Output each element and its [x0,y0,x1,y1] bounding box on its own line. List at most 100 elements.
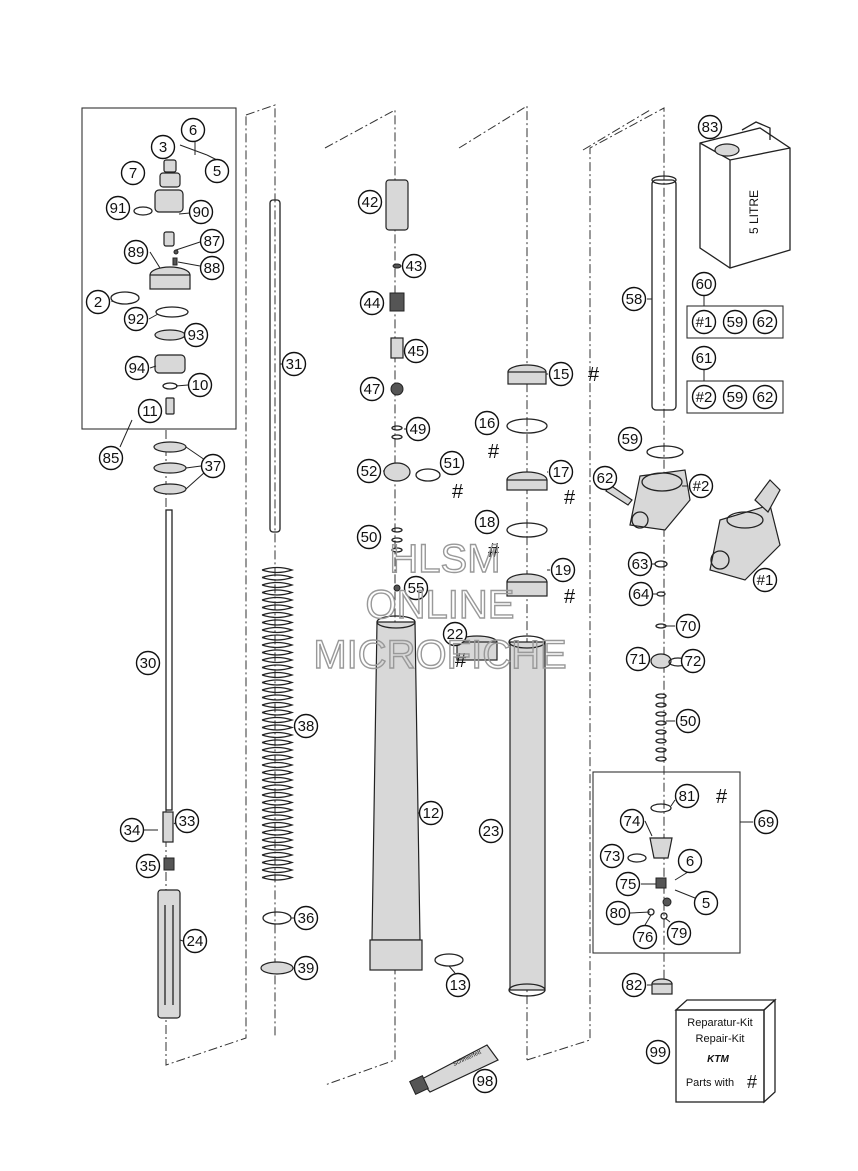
part-tag-label: #2 [693,478,710,495]
kit-box-61 [686,380,784,414]
callout-label: 37 [205,458,222,475]
callout-label: 81 [679,788,696,805]
callout-11: 11 [137,398,163,424]
callout-label: 72 [685,653,702,670]
spring-44 [389,292,405,312]
shim-49a [391,425,403,431]
callout-label: 11 [142,403,158,420]
callout-label: 61 [696,350,713,367]
callout-label: 39 [298,960,315,977]
rod-fitting-33 [162,811,174,843]
callout-label: 73 [604,848,621,865]
ring-10 [162,382,178,390]
callout-30: 30 [135,650,161,676]
callout-80: 80 [605,900,631,926]
callout-63: 63 [627,551,653,577]
shim-49b [391,434,403,440]
outer-tube-parts [456,364,550,997]
callout-83: 83 [697,114,723,140]
part-tag-label: #2 [696,389,713,406]
callout-label: 42 [362,194,379,211]
callout-73: 73 [599,843,625,869]
callout-label: 5 [702,895,710,912]
callout-label: 52 [361,463,378,480]
cartridge-cap [154,189,184,213]
callout-94: 94 [124,355,150,381]
callout-43: 43 [401,253,427,279]
callout-label: 33 [179,813,196,830]
callout-18: 18 [474,509,500,535]
callout-6: 6 [180,117,206,143]
o-ring-59 [646,445,684,459]
callout-label: 50 [680,713,697,730]
cartridge-parts [110,142,218,1019]
shim-37c [153,483,187,495]
callout-label: 16 [479,415,496,432]
adjuster-nut [159,172,181,188]
part-tag: #2 [688,473,714,499]
callout-31: 31 [281,351,307,377]
ball-87 [173,249,179,255]
callout-label: 91 [110,200,127,217]
callout-label: 80 [610,905,627,922]
callout-62: 62 [592,465,618,491]
part-tag: #1 [691,309,717,335]
kit-box-60 [686,305,784,339]
shim-37a [153,441,187,453]
ring-79 [660,912,668,920]
repair-kit-line4: Parts with [686,1077,734,1089]
callout-15: 15 [548,361,574,387]
fork-spring-38 [261,566,295,881]
ball-47 [390,382,404,396]
panel-outline-outer-tube-right [526,107,665,1061]
callout-81: 81 [674,783,700,809]
callout-33: 33 [174,808,200,834]
grease-tube-98: Schmierfett [409,1044,499,1095]
callout-55: 55 [403,575,429,601]
callout-label: 62 [757,314,774,331]
callout-label: 13 [450,977,467,994]
callout-label: 47 [364,381,381,398]
callout-70: 70 [675,613,701,639]
callout-label: 2 [94,294,102,311]
callout-label: 36 [298,910,315,927]
callout-5: 5 [204,158,230,184]
part-tag-layer: #1 #2 #2 #1 [688,309,778,593]
callout-label: 85 [103,450,120,467]
piston-90 [163,231,175,247]
callout-93: 93 [183,322,209,348]
screw-cap-body [149,274,191,290]
callout-label: 59 [622,431,639,448]
callout-label: 98 [477,1073,494,1090]
callout-35: 35 [135,853,161,879]
right-column-parts: 5 LITRE [605,121,791,1104]
panel-outline-spring-top [245,104,276,1038]
repair-kit-line2: Repair-Kit [696,1033,745,1045]
callout-87: 87 [199,228,225,254]
callout-60: 60 [691,271,717,297]
ring-43 [392,263,402,269]
hash-mark: # [452,481,464,503]
callout-10: 10 [187,372,213,398]
callout-52: 52 [356,458,382,484]
watermark-line2: ONLINE [366,583,515,627]
callout-label: 74 [624,813,641,830]
spring-88 [172,257,178,266]
o-ring-91 [133,206,153,216]
callout-99: 99 [645,1039,671,1065]
outer-fork-tube-23 [509,641,546,991]
callout-label: 7 [129,165,137,182]
piston-52 [383,462,411,482]
valve-body-42 [385,179,409,231]
callout-label: 10 [192,377,209,394]
callout-69: 69 [753,809,779,835]
part-tag-label: #1 [757,572,774,589]
callout-label: 88 [204,260,221,277]
callout-91: 91 [105,195,131,221]
callout-label: 76 [637,929,654,946]
washer-36 [262,911,292,925]
oil-can-label: 5 LITRE [747,190,761,234]
callout-37: 37 [200,453,226,479]
callout-label: 69 [758,814,775,831]
callout-label: 59 [727,314,744,331]
